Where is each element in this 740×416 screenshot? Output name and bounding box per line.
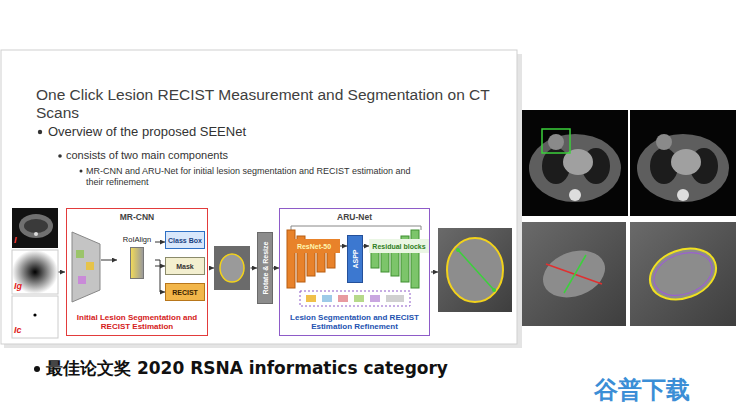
recist-short-axis (564, 255, 586, 293)
block-label: Residual blocks (372, 243, 425, 250)
ct-spine (569, 189, 581, 201)
ct-body (19, 214, 53, 238)
aspp-detail-part (338, 295, 348, 302)
ct-zoom (522, 222, 626, 326)
step-label: Rotate & Resize (262, 242, 269, 295)
feature-map (78, 276, 86, 284)
skip-connection (291, 226, 421, 230)
aspp-detail-part (354, 295, 364, 302)
aspp-block: ASPP (347, 235, 363, 283)
block-label: Class Box (168, 237, 202, 244)
lesion-contour (220, 254, 244, 282)
mask-head: Mask (165, 257, 205, 275)
flow-arrow (431, 272, 438, 273)
ct-lesion (536, 242, 611, 305)
ct-body (529, 134, 621, 202)
aspp-detail-part (322, 295, 332, 302)
watermark: 谷普下载 (594, 376, 734, 405)
ct-input-image (12, 208, 58, 248)
module-caption: Lesion Segmentation and RECIST Estimatio… (284, 313, 425, 332)
ct-organ (24, 219, 48, 233)
bullet-text: consists of two main components (66, 149, 486, 162)
aspp-detail-part (370, 295, 380, 302)
module-title: MR-CNN (67, 212, 207, 222)
recist-end (492, 288, 496, 292)
ct-heart (671, 149, 701, 175)
input-label: I (14, 235, 34, 246)
module-title: ARU-Net (280, 212, 429, 222)
ct-lesion (656, 134, 672, 150)
block-heading: RoIAlign (123, 235, 151, 244)
ct-spine (34, 232, 38, 236)
recist-end (456, 248, 460, 252)
slide-panel (1, 50, 517, 344)
bullet-dot (80, 170, 83, 173)
award-note: 最佳论文奖 2020 RSNA informatics category (46, 358, 526, 378)
roialign-block: RoIAlign (119, 235, 155, 285)
ct-body (637, 134, 729, 202)
lesion-contour (648, 245, 718, 303)
ct-slice (630, 110, 736, 216)
ct-slice (522, 110, 628, 216)
input-label: Ic (14, 325, 34, 336)
step-label: ASPP (352, 249, 359, 268)
gaussian-input-image (12, 250, 58, 294)
click-dot (33, 313, 36, 316)
recist-head: RECIST (165, 283, 205, 301)
bullet-text: MR-CNN and ARU-Net for initial lesion se… (86, 166, 426, 188)
slide-title: One Click Lesion RECIST Measurement and … (36, 86, 514, 122)
block-label: Mask (176, 263, 194, 270)
lesion-crop (214, 246, 250, 290)
connector-arrow (155, 242, 165, 243)
arunet-module: ARU-NetLesion Segmentation and RECIST Es… (279, 208, 430, 336)
bullet-dot (34, 366, 40, 372)
lesion-box (542, 129, 570, 153)
flow-arrow (209, 268, 214, 269)
bullet-dot (58, 154, 62, 158)
connector-arrow (340, 246, 347, 247)
ct-lesion (548, 134, 564, 150)
residual-decoder: Residual blocks (369, 239, 429, 253)
lesion-contour (643, 240, 723, 308)
roi-feature-block (130, 247, 144, 279)
module-caption: Initial Lesion Segmentation and RECIST E… (71, 313, 203, 332)
mrcnn-module: MR-CNN Initial Lesion Segmentation and RE… (66, 208, 208, 336)
class-box-head: Class Box (165, 231, 205, 249)
flow-arrow (59, 272, 66, 273)
output-image (438, 228, 512, 312)
feature-pyramid (72, 232, 100, 302)
decoder-block (371, 252, 379, 268)
output-contour (447, 238, 503, 302)
connector-arrow (155, 260, 165, 292)
click-input-image (12, 296, 58, 338)
ct-spine (677, 189, 689, 201)
block-label: ResNet-50 (297, 243, 331, 250)
aspp-detail (300, 291, 410, 306)
bullet-dot (38, 130, 42, 134)
recist-axis (458, 250, 494, 290)
feature-map (86, 262, 94, 270)
input-label: Ig (14, 281, 34, 292)
ct-zoom (630, 222, 736, 326)
resnet-encoder: ResNet-50 (288, 239, 340, 253)
aspp-detail-part (306, 295, 316, 302)
block-label: RECIST (172, 289, 198, 296)
recist-long-axis (546, 264, 602, 284)
flow-arrow (101, 260, 117, 261)
bullet-text: Overview of the proposed SEENet (48, 124, 488, 140)
feature-map (76, 250, 84, 258)
rotate-resize-step: Rotate & Resize (257, 232, 273, 304)
encoder-block (327, 252, 335, 268)
aspp-detail-part (386, 295, 404, 302)
